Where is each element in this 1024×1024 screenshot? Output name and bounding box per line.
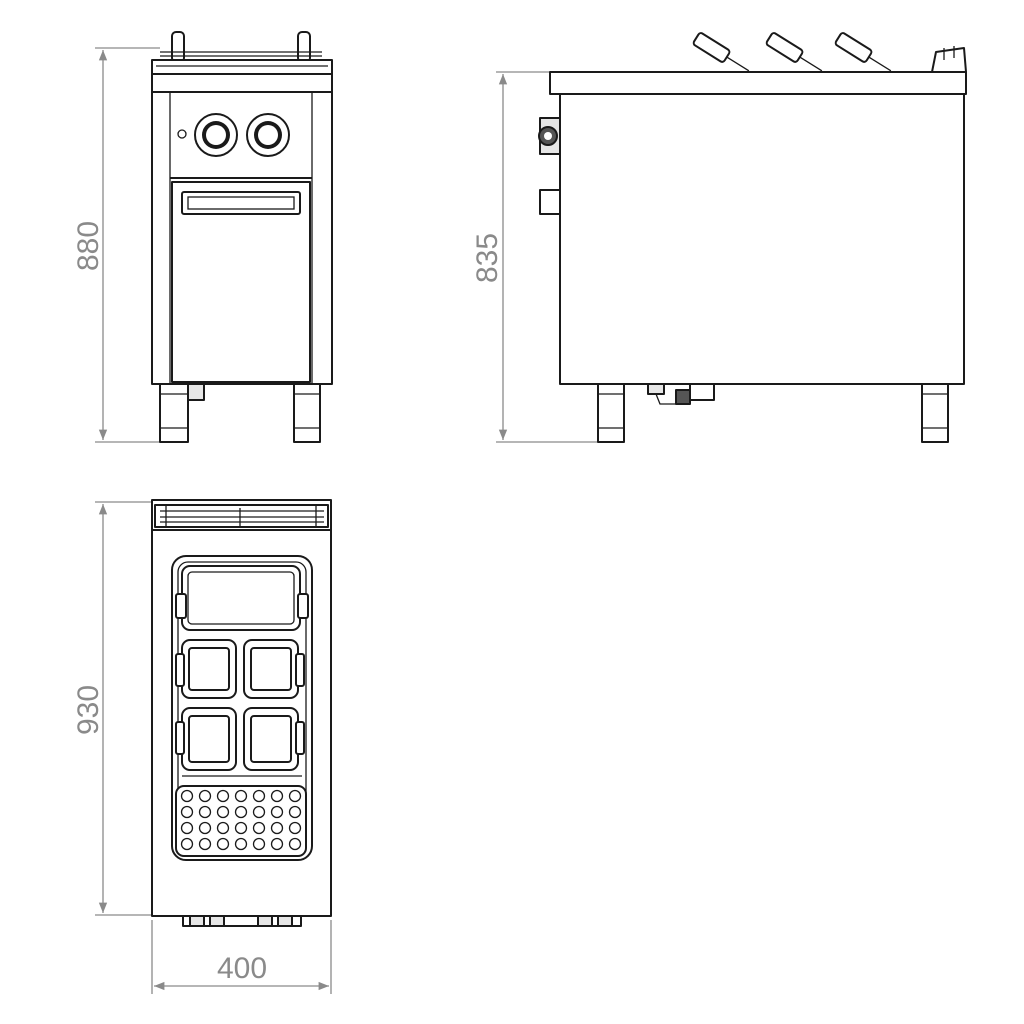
top-view: 930 400 bbox=[72, 499, 332, 994]
perforation-hole bbox=[234, 821, 248, 835]
top-depth-dimension: 930 bbox=[72, 501, 152, 916]
perforation-hole bbox=[252, 821, 266, 835]
control-panel bbox=[170, 113, 312, 179]
perforation-hole bbox=[288, 805, 302, 819]
side-basket-handles bbox=[692, 32, 892, 72]
perforation-hole bbox=[270, 805, 284, 819]
perforation-hole bbox=[252, 805, 266, 819]
top-backsplash bbox=[154, 504, 329, 528]
small-basket bbox=[243, 707, 299, 771]
side-top bbox=[549, 71, 967, 95]
side-legs bbox=[597, 383, 949, 443]
small-basket bbox=[243, 639, 299, 699]
perforation-hole bbox=[216, 789, 230, 803]
side-view: 835 bbox=[471, 32, 967, 443]
front-view: 880 bbox=[72, 31, 333, 443]
front-height-label: 880 bbox=[72, 221, 105, 271]
top-width-dimension: 400 bbox=[151, 920, 332, 994]
top-front-edge bbox=[182, 915, 302, 927]
perforation-hole bbox=[234, 805, 248, 819]
side-door-handle-icon bbox=[539, 189, 561, 215]
right-knob-icon bbox=[246, 113, 290, 157]
perforation-hole bbox=[216, 805, 230, 819]
perforation-hole bbox=[216, 837, 230, 851]
side-height-label: 835 bbox=[471, 233, 504, 283]
front-door bbox=[171, 181, 311, 383]
side-height-dimension: 835 bbox=[471, 71, 600, 443]
top-width-label: 400 bbox=[217, 952, 267, 985]
left-knob-icon bbox=[194, 113, 238, 157]
drain-valve-icon bbox=[187, 383, 205, 401]
perforation-hole bbox=[198, 805, 212, 819]
back-splash bbox=[931, 47, 967, 73]
front-legs bbox=[159, 383, 321, 443]
front-top-lid bbox=[151, 59, 333, 75]
indicator-light-icon bbox=[177, 129, 187, 139]
perforation-hole bbox=[270, 821, 284, 835]
top-depth-label: 930 bbox=[72, 685, 105, 735]
perforation-hole bbox=[234, 789, 248, 803]
large-basket bbox=[175, 565, 309, 631]
perforation-hole bbox=[180, 821, 194, 835]
front-height-dimension: 880 bbox=[72, 47, 160, 443]
perforation-hole bbox=[180, 805, 194, 819]
perforation-hole bbox=[180, 789, 194, 803]
perforation-hole bbox=[252, 789, 266, 803]
drain-tap-icon bbox=[647, 383, 715, 405]
small-basket bbox=[181, 707, 237, 771]
perforation-hole bbox=[288, 837, 302, 851]
perforation-hole bbox=[288, 821, 302, 835]
perforated-plate bbox=[175, 785, 307, 857]
basket-handles bbox=[160, 31, 322, 63]
perforation-hole bbox=[198, 821, 212, 835]
perforation-hole bbox=[198, 837, 212, 851]
perforation-hole bbox=[270, 837, 284, 851]
perforation-hole bbox=[252, 837, 266, 851]
perforation-hole bbox=[288, 789, 302, 803]
perforation-hole bbox=[198, 789, 212, 803]
cooking-well bbox=[171, 555, 313, 861]
side-knob-icon bbox=[538, 117, 561, 155]
small-basket-grid bbox=[175, 639, 305, 777]
perforation-hole bbox=[180, 837, 194, 851]
perforation-hole bbox=[270, 789, 284, 803]
small-basket bbox=[181, 639, 237, 699]
door-handle-icon bbox=[181, 191, 301, 215]
perforation-hole bbox=[216, 821, 230, 835]
perforation-hole bbox=[234, 837, 248, 851]
side-body bbox=[559, 93, 965, 385]
